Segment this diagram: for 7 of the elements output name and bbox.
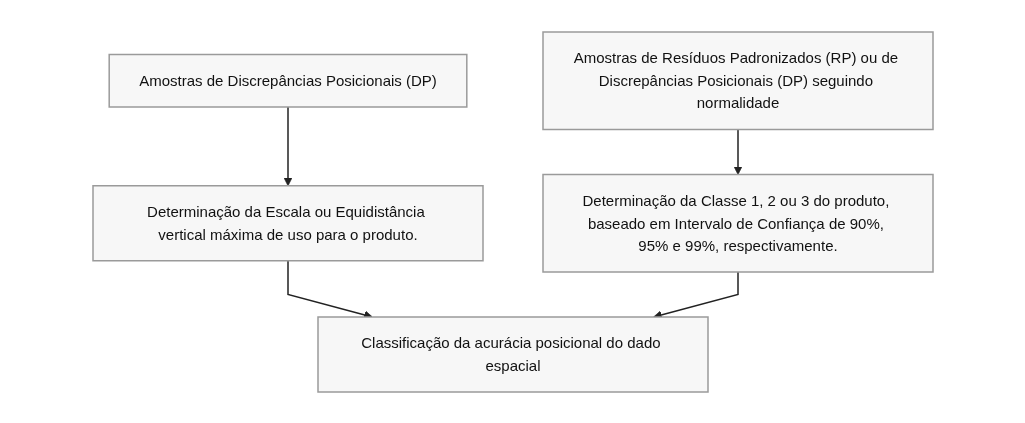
node-box: Determinação da Classe 1, 2 ou 3 do produto, baseado em Intervalo de Confiança de 90%, 95% e 99%, respectivamente. — [541, 173, 934, 273]
arrow — [733, 128, 742, 175]
node-box: Amostras de Discrepâncias Posicionais (DP) — [107, 53, 468, 108]
arrow — [283, 105, 292, 186]
node-box: Determinação da Escala ou Equidistância vertical máxima de uso para o produto. — [91, 184, 484, 261]
node-box: Classificação da acurácia posicional do dado espacial — [316, 315, 709, 393]
node-box: Amostras de Resíduos Padronizados (RP) ou de Discrepâncias Posicionais (DP) seguindo normalidade — [541, 30, 934, 130]
